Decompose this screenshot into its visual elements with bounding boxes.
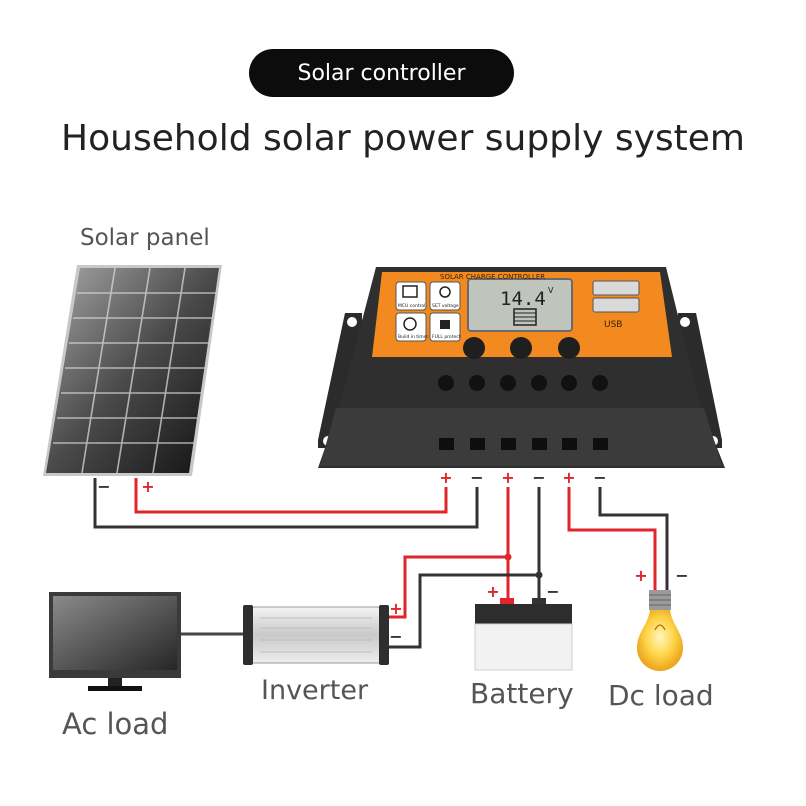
terminal-slots [439, 438, 608, 450]
timer-icon [395, 312, 427, 342]
polarity-mark: − [546, 582, 559, 601]
battery-lid [475, 604, 572, 624]
terminal-mark: + [439, 468, 452, 487]
page-title: Household solar power supply system [61, 118, 745, 159]
inverter-endcap [243, 605, 253, 665]
controller-header: SOLAR CHARGE CONTROLLER [440, 273, 545, 281]
key-label: FULL protect [432, 334, 461, 340]
monitor-screen [53, 596, 177, 670]
polarity-mark: − [389, 627, 402, 646]
monitor [49, 592, 181, 691]
ac-load-label: Ac load [62, 707, 169, 741]
battery-terminal [532, 598, 546, 606]
panel-surface [46, 268, 219, 473]
panel-grid [53, 267, 216, 474]
inverter-label: Inverter [261, 675, 369, 706]
wire-solar-negative [93, 478, 479, 529]
menu-button[interactable] [463, 337, 485, 359]
monitor-stand [88, 686, 142, 691]
key-label: SET voltage [432, 303, 459, 309]
controller-lower-face [320, 408, 722, 466]
battery-case [474, 623, 573, 671]
wire-inverter-positive [385, 555, 508, 619]
polarity-mark: − [97, 477, 110, 496]
charge-controller: 14.4 V SOLAR CHARGE CONTROLLER MCU contr… [318, 267, 725, 468]
wire-solar-positive [134, 478, 448, 514]
set-icon [429, 281, 461, 311]
lcd-reading: 14.4 [500, 288, 546, 310]
title-badge: Solar controller [249, 49, 514, 97]
polarity-mark: + [634, 566, 647, 585]
battery-terminal [500, 598, 514, 606]
usb-port [592, 297, 640, 313]
polarity-mark: + [486, 582, 499, 601]
usb-label: USB [604, 320, 622, 330]
solar-panel-label: Solar panel [80, 225, 210, 251]
monitor-neck [108, 678, 122, 686]
polarity-mark: + [141, 477, 154, 496]
terminal-screws [438, 375, 608, 391]
solar-panel [43, 265, 222, 476]
wiring [93, 478, 669, 649]
mode-button[interactable] [558, 337, 580, 359]
terminal-mark: − [593, 468, 606, 487]
key-label: Build in timer [398, 334, 428, 340]
junction-dot [535, 571, 543, 579]
polarity-mark: − [675, 566, 688, 585]
wire-inverter-negative [385, 573, 539, 649]
inverter-body [247, 606, 385, 664]
battery [474, 598, 573, 671]
terminal-mark: + [501, 468, 514, 487]
battery-label: Battery [470, 677, 574, 710]
key-label: MCU control [398, 303, 425, 309]
lcd-unit: V [548, 286, 554, 295]
wire-dcload-positive [567, 487, 657, 592]
bulb-glass [637, 610, 683, 671]
terminal-mark: − [470, 468, 483, 487]
lcd-screen [467, 278, 573, 332]
junction-dot [504, 553, 512, 561]
terminal-mark: − [532, 468, 545, 487]
inverter [243, 605, 389, 665]
ok-button[interactable] [510, 337, 532, 359]
dc-load-label: Dc load [608, 679, 714, 712]
polarity-mark: + [389, 599, 402, 618]
terminal-mark: + [562, 468, 575, 487]
light-bulb [637, 590, 683, 671]
usb-port [592, 280, 640, 296]
wire-dcload-negative [598, 487, 669, 592]
inverter-endcap [379, 605, 389, 665]
